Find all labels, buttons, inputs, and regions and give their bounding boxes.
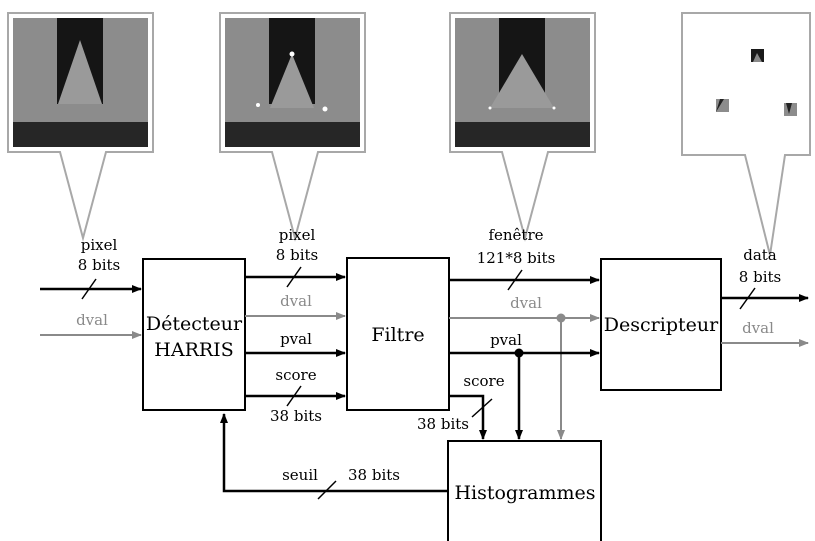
out-data-bits: 8 bits [739,268,781,286]
thumbnail-filtre [449,12,596,242]
block-filtre: Filtre [346,257,450,411]
corner-point-left [256,103,260,107]
filtre-title: Filtre [371,324,424,346]
histogrammes-title: Histogrammes [454,482,595,504]
harris-title-line2: HARRIS [154,339,233,361]
block-descripteur: Descripteur [600,258,722,391]
f-fenetre-label: fenêtre [488,226,543,244]
signal-h-dval: dval [245,292,346,320]
thumbnail-harris [219,12,366,242]
h-dval-label: dval [280,292,312,310]
f-fenetre-bits: 121*8 bits [477,249,556,267]
signal-out-dval: dval [721,319,809,347]
block-histogrammes: Histogrammes [447,440,602,541]
signal-h-pval: pval [245,330,346,357]
signal-f-pval: pval [449,331,600,440]
h-score-bits: 38 bits [270,407,322,425]
h-score-label: score [275,366,316,384]
f-score-bits: 38 bits [417,415,469,433]
h-pixel-bits: 8 bits [276,246,318,264]
block-harris: Détecteur HARRIS [142,258,246,411]
signal-in-pixel: pixel 8 bits [40,236,142,300]
in-pixel-label: pixel [81,236,118,254]
descripteur-title: Descripteur [604,314,719,336]
signal-h-pixel: pixel 8 bits [245,226,346,288]
signal-seuil: seuil 38 bits [220,413,447,500]
harris-title-line1: Détecteur [146,313,243,335]
h-pixel-label: pixel [279,226,316,244]
corner-point-right [322,106,328,112]
thumbnail-input [7,12,154,242]
seuil-label: seuil [282,466,318,484]
signal-f-dval: dval [449,294,600,440]
signal-in-dval: dval [40,311,142,339]
f-pval-label: pval [490,331,522,349]
out-data-label: data [743,246,777,264]
thumbnail-descripteur [681,12,811,256]
signal-out-data: data 8 bits [721,246,809,310]
in-pixel-bits: 8 bits [78,256,120,274]
signal-h-score: score 38 bits [245,366,346,425]
out-dval-label: dval [742,319,774,337]
f-score-label: score [463,372,504,390]
in-dval-label: dval [76,311,108,329]
h-pval-label: pval [280,330,312,348]
seuil-bits: 38 bits [348,466,400,484]
corner-point-top [289,51,295,57]
signal-f-score: score 38 bits [417,372,505,440]
f-dval-label: dval [510,294,542,312]
signal-f-fenetre: fenêtre 121*8 bits [449,226,600,291]
